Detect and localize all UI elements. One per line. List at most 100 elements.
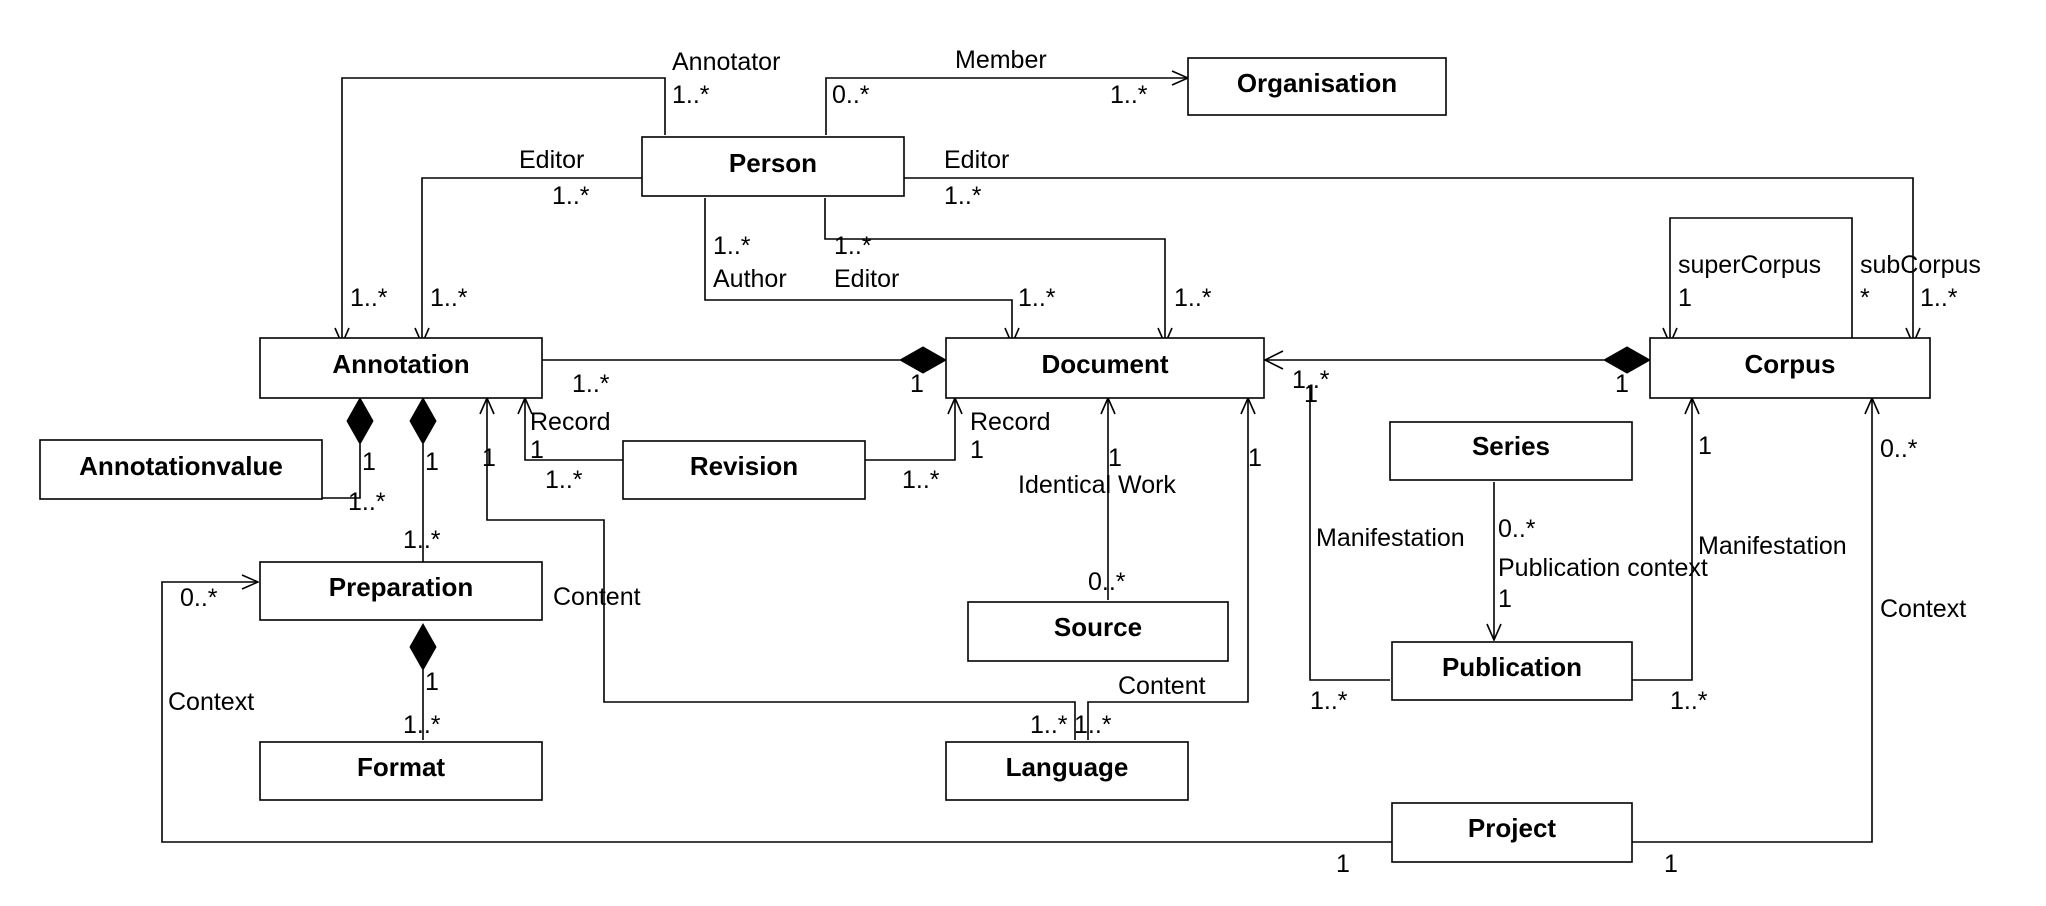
class-person[interactable]: Person bbox=[641, 136, 905, 197]
multiplicity: 1..* bbox=[902, 466, 940, 494]
edge-annotator bbox=[342, 77, 666, 344]
edge-context-preparation bbox=[161, 582, 1392, 843]
composition-diamond bbox=[409, 396, 437, 446]
class-corpus-name: Corpus bbox=[1745, 349, 1836, 379]
class-language[interactable]: Language bbox=[945, 741, 1189, 801]
multiplicity: 1 bbox=[1678, 284, 1692, 312]
role-editor: Editor bbox=[519, 146, 584, 174]
class-format[interactable]: Format bbox=[259, 741, 543, 801]
class-preparation-name: Preparation bbox=[329, 572, 474, 602]
role-content: Content bbox=[553, 583, 641, 611]
class-organisation[interactable]: Organisation bbox=[1187, 57, 1447, 116]
multiplicity: 0..* bbox=[1498, 515, 1536, 543]
edge-document-corpus-arrow bbox=[1263, 350, 1284, 370]
class-project[interactable]: Project bbox=[1391, 802, 1633, 863]
role-editor: Editor bbox=[834, 265, 899, 293]
multiplicity: 1..* bbox=[403, 711, 441, 739]
multiplicity: 1..* bbox=[1174, 284, 1212, 312]
class-organisation-name: Organisation bbox=[1237, 68, 1397, 98]
class-revision-name: Revision bbox=[690, 451, 798, 481]
multiplicity: 1..* bbox=[672, 81, 710, 109]
role-record: Record bbox=[530, 408, 611, 436]
multiplicity: 1..* bbox=[552, 182, 590, 210]
multiplicity: 1..* bbox=[403, 526, 441, 554]
class-person-name: Person bbox=[729, 148, 817, 178]
edge-manifestation-document bbox=[1309, 388, 1390, 681]
class-annotation-name: Annotation bbox=[332, 349, 469, 379]
role-member: Member bbox=[955, 46, 1047, 74]
class-annotationvalue[interactable]: Annotationvalue bbox=[39, 439, 323, 500]
edge-record-annotation bbox=[525, 398, 623, 461]
multiplicity: 1 bbox=[1304, 380, 1318, 408]
edge-editor-corpus bbox=[904, 177, 1913, 344]
class-corpus[interactable]: Corpus bbox=[1649, 337, 1931, 399]
composition-diamond bbox=[1602, 346, 1652, 374]
multiplicity: 1..* bbox=[834, 232, 872, 260]
class-source-name: Source bbox=[1054, 612, 1142, 642]
multiplicity: 1..* bbox=[545, 466, 583, 494]
multiplicity: 1 bbox=[1664, 850, 1678, 878]
multiplicity: 1..* bbox=[1030, 711, 1068, 739]
multiplicity: 1..* bbox=[1920, 284, 1958, 312]
multiplicity: 1 bbox=[1615, 370, 1629, 398]
class-document[interactable]: Document bbox=[945, 337, 1265, 399]
role-context: Context bbox=[168, 688, 254, 716]
multiplicity: 1..* bbox=[1074, 711, 1112, 739]
role-publication-context: Publication context bbox=[1498, 554, 1708, 582]
class-source[interactable]: Source bbox=[967, 601, 1229, 662]
multiplicity: 1..* bbox=[713, 232, 751, 260]
role-manifestation: Manifestation bbox=[1316, 524, 1465, 552]
multiplicity: 1..* bbox=[1670, 687, 1708, 715]
multiplicity: 1..* bbox=[350, 284, 388, 312]
edge-record-document bbox=[865, 398, 955, 461]
multiplicity: 1..* bbox=[1018, 284, 1056, 312]
multiplicity: 0..* bbox=[832, 81, 870, 109]
role-manifestation: Manifestation bbox=[1698, 532, 1847, 560]
edge-context-corpus bbox=[1632, 398, 1872, 843]
role-annotator: Annotator bbox=[672, 48, 780, 76]
multiplicity: 1..* bbox=[572, 370, 610, 398]
multiplicity: 1 bbox=[425, 668, 439, 696]
multiplicity: 1 bbox=[910, 370, 924, 398]
class-series[interactable]: Series bbox=[1389, 421, 1633, 481]
edge-author bbox=[704, 198, 1012, 344]
multiplicity: 0..* bbox=[1880, 435, 1918, 463]
multiplicity: 1 bbox=[1498, 585, 1512, 613]
class-publication-name: Publication bbox=[1442, 652, 1582, 682]
class-project-name: Project bbox=[1468, 813, 1556, 843]
role-context: Context bbox=[1880, 595, 1966, 623]
class-preparation[interactable]: Preparation bbox=[259, 561, 543, 621]
class-series-name: Series bbox=[1472, 431, 1550, 461]
class-document-name: Document bbox=[1041, 349, 1168, 379]
role-subcorpus: subCorpus bbox=[1860, 251, 1981, 279]
class-publication[interactable]: Publication bbox=[1391, 641, 1633, 701]
multiplicity: 1..* bbox=[1292, 366, 1330, 394]
role-editor: Editor bbox=[944, 146, 1009, 174]
multiplicity: 0..* bbox=[1088, 568, 1126, 596]
multiplicity: 1 bbox=[970, 436, 984, 464]
edge-corpus-self bbox=[1670, 217, 1853, 344]
multiplicity: 1 bbox=[1108, 444, 1122, 472]
multiplicity: 1 bbox=[1698, 432, 1712, 460]
class-revision[interactable]: Revision bbox=[622, 440, 866, 500]
multiplicity: 1 bbox=[482, 444, 496, 472]
class-annotationvalue-name: Annotationvalue bbox=[79, 451, 283, 481]
associations bbox=[161, 77, 1913, 843]
multiplicity: 1 bbox=[425, 448, 439, 476]
class-annotation[interactable]: Annotation bbox=[259, 337, 543, 399]
edge-content-document bbox=[1087, 398, 1248, 740]
edge-content-annotation bbox=[487, 398, 1076, 740]
composition-diamond bbox=[346, 396, 374, 446]
multiplicity: 1 bbox=[1336, 850, 1350, 878]
multiplicity: 0..* bbox=[180, 584, 218, 612]
multiplicity: 1..* bbox=[944, 182, 982, 210]
role-record: Record bbox=[970, 408, 1051, 436]
composition-diamond bbox=[898, 346, 948, 374]
class-language-name: Language bbox=[1006, 752, 1129, 782]
multiplicity: 1 bbox=[1248, 444, 1262, 472]
role-supercorpus: superCorpus bbox=[1678, 251, 1821, 279]
edge-editor-document bbox=[824, 198, 1165, 344]
edge-annotationvalue bbox=[322, 444, 361, 499]
multiplicity: 1..* bbox=[430, 284, 468, 312]
edge-labels: Annotator 1..* Member 0..* 1..* Editor 1… bbox=[168, 46, 1981, 878]
